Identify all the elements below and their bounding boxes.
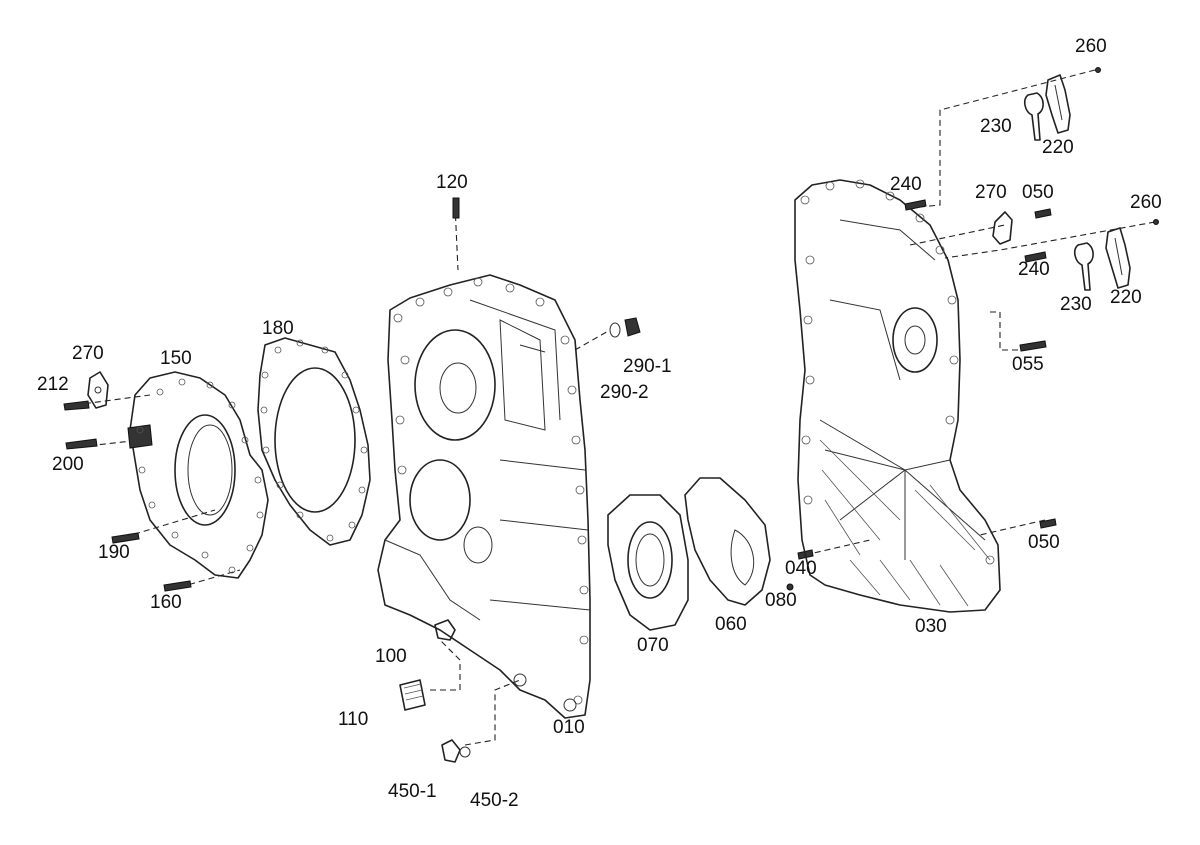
callout-080: 080 (765, 590, 797, 611)
callout-010: 010 (553, 717, 585, 738)
callout-100: 100 (375, 646, 407, 667)
front-cover-part-150 (127, 371, 269, 579)
filter-part-110 (399, 679, 426, 711)
callout-270-right: 270 (975, 182, 1007, 203)
callout-055: 055 (1012, 354, 1044, 375)
bracket-part-270-right (992, 211, 1013, 245)
rear-housing-part-030 (794, 179, 1001, 613)
callout-060: 060 (715, 614, 747, 635)
callout-180: 180 (262, 318, 294, 339)
cover-plate-part-070 (607, 494, 689, 631)
callout-450-1: 450-1 (388, 781, 437, 802)
callout-240-mid: 240 (1018, 259, 1050, 280)
callout-110: 110 (338, 709, 368, 730)
plug-part-290 (609, 317, 641, 338)
callout-260-right: 260 (1130, 192, 1162, 213)
deflector-part-060 (684, 477, 771, 606)
callout-070: 070 (637, 635, 669, 656)
callout-220-top: 220 (1042, 137, 1074, 158)
callout-050-top: 050 (1022, 182, 1054, 203)
callout-220-mid: 220 (1110, 287, 1142, 308)
callout-120: 120 (436, 172, 468, 193)
bolt-part-120 (452, 197, 460, 219)
gasket-part-180 (257, 337, 371, 546)
callout-270-left: 270 (72, 343, 104, 364)
plug-part-450 (441, 739, 471, 763)
callout-450-2: 450-2 (470, 790, 519, 811)
bolts-right-housing (904, 199, 1057, 529)
callout-240-top: 240 (890, 174, 922, 195)
callout-290-2: 290-2 (600, 382, 649, 403)
bracket-part-270-left (87, 371, 109, 409)
pins-260 (1095, 67, 1159, 225)
sensor-part-100 (434, 619, 456, 641)
callout-040: 040 (785, 558, 817, 579)
callout-230-mid: 230 (1060, 294, 1092, 315)
callout-212: 212 (37, 374, 69, 395)
callout-150: 150 (160, 348, 192, 369)
callout-290-1: 290-1 (623, 356, 672, 377)
lever-clip-230-220-top (1023, 74, 1071, 141)
callout-030: 030 (915, 616, 947, 637)
callout-260-top: 260 (1075, 36, 1107, 57)
callout-230-top: 230 (980, 116, 1012, 137)
callout-190: 190 (98, 542, 130, 563)
lever-clip-230-220-mid (1073, 227, 1131, 291)
callout-160: 160 (150, 592, 182, 613)
callout-200: 200 (52, 454, 84, 475)
main-housing-part-010 (377, 274, 591, 719)
bolts-left (63, 400, 192, 592)
callout-labels: 260 230 220 240 270 050 260 240 230 220 … (37, 36, 1162, 811)
callout-050-bottom: 050 (1028, 532, 1060, 553)
